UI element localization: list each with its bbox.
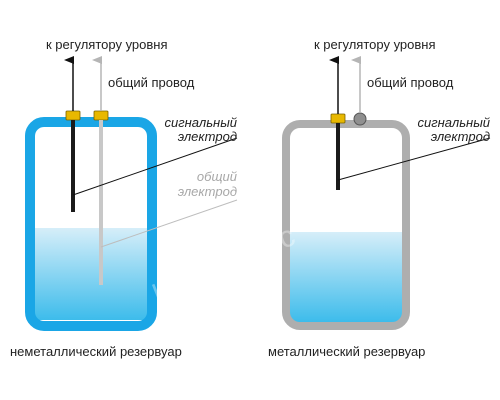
metal-top-label: к регулятору уровня [314,37,436,52]
watermark: кип-сервис [146,219,299,307]
nonmetal-tank-liquid [35,228,147,320]
nonmetal-common-electrode-label-line1: общий [197,169,237,184]
metal-signal-electrode-label-line2: электрод [431,129,490,144]
nonmetal-signal-electrode-label-line2: электрод [178,129,237,144]
metal-signal-electrode-label-line1: сигнальный [418,115,491,130]
nonmetal-common-electrode-label-line2: электрод [178,184,237,199]
nonmetal-caption: неметаллический резервуар [10,344,182,359]
metal-ground-terminal [353,112,367,126]
metal-caption: металлический резервуар [268,344,425,359]
nonmetal-common-connector [93,110,109,121]
nonmetal-tank-wall [25,117,157,331]
metal-signal-connector [330,113,346,124]
nonmetal-common-wire-label: общий провод [108,75,195,90]
metal-signal-leader [337,137,491,181]
metal-tank-wall [282,120,410,330]
nonmetal-signal-connector [65,110,81,121]
nonmetal-top-label: к регулятору уровня [46,37,168,52]
nonmetal-signal-leader [72,137,238,196]
nonmetal-tank-group: к регулятору уровня общий провод сигналь… [10,37,238,359]
metal-common-wire-label: общий провод [367,75,454,90]
metal-tank-group: к регулятору уровня общий провод сигналь… [268,37,491,359]
nonmetal-common-leader [100,199,238,248]
nonmetal-signal-electrode-label-line1: сигнальный [165,115,238,130]
metal-tank-liquid [290,232,402,322]
